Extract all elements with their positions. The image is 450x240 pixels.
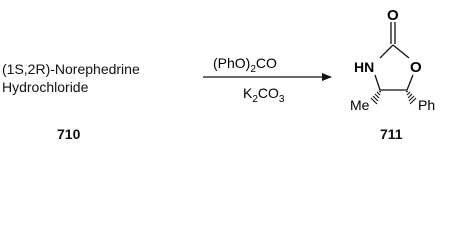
- o-c5-bond: [406, 74, 414, 91]
- methyl-hashed-wedge: [370, 90, 382, 105]
- n-c4-bond: [374, 74, 381, 91]
- reactant-name-line1: (1S,2R)-Norephedrine: [2, 61, 140, 77]
- product-compound-number: 711: [380, 126, 403, 142]
- methyl-label: Me: [350, 97, 370, 113]
- reactant-name-line2: Hydrochloride: [2, 79, 89, 95]
- reagent-below: K2CO3: [243, 85, 285, 105]
- nh-label: HN: [354, 59, 374, 75]
- phenyl-hashed-wedge: [405, 90, 417, 105]
- product-structure: [374, 22, 414, 91]
- reagent-above: (PhO)2CO: [213, 55, 277, 75]
- scheme-drawing: (PhO)2CO K2CO3: [203, 7, 435, 113]
- ring-oxygen-label: O: [410, 59, 422, 76]
- c2-o-bond: [392, 44, 410, 59]
- carbonyl-oxygen-label: O: [387, 7, 399, 24]
- reaction-scheme: (1S,2R)-Norephedrine Hydrochloride 710 (…: [2, 7, 435, 142]
- c2-n-bond: [379, 44, 394, 59]
- reactant-compound-number: 710: [57, 126, 81, 142]
- reactant-name: (1S,2R)-Norephedrine Hydrochloride: [2, 60, 140, 96]
- phenyl-label: Ph: [418, 97, 435, 113]
